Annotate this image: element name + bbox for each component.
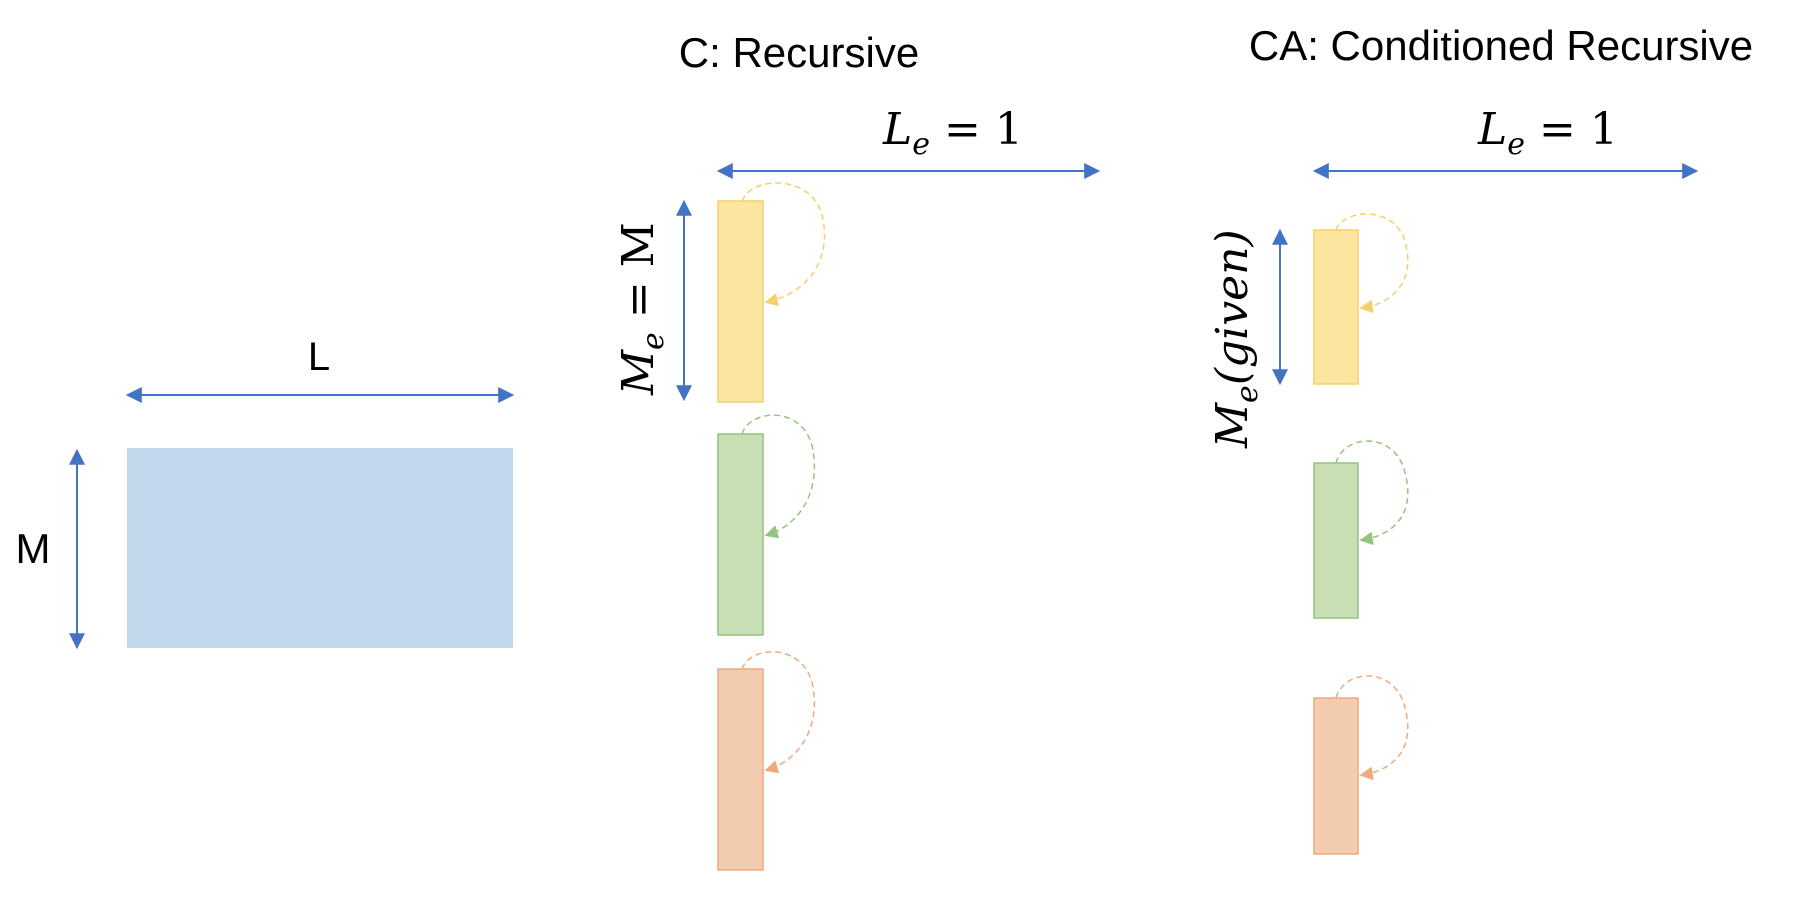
recursive-loop-arrow-orange: [741, 651, 816, 774]
full-matrix-height-label: M: [16, 525, 51, 572]
recursive-loop-arrow-yellow: [741, 182, 826, 307]
conditioned-group: CA: Conditioned Recursive Le = 1 Me(give…: [1207, 22, 1753, 855]
recursive-height-label: Me = M: [613, 222, 671, 396]
recursive-loop-arrow-green: [741, 414, 816, 539]
conditioned-block-orange: [1313, 697, 1359, 855]
conditioned-loop-arrow-green: [1335, 440, 1409, 546]
full-matrix-group: L M: [16, 335, 515, 650]
recursive-block-orange: [717, 668, 764, 871]
full-matrix-width-label: L: [308, 335, 330, 379]
full-matrix-rect: [127, 448, 513, 648]
conditioned-height-label: Me(given): [1207, 229, 1265, 449]
recursive-group: C: Recursive Le = 1 Me = M: [613, 29, 1101, 871]
conditioned-loop-arrow-yellow: [1335, 213, 1409, 314]
recursive-block-yellow: [717, 200, 764, 403]
recursive-title: C: Recursive: [679, 29, 919, 76]
conditioned-title: CA: Conditioned Recursive: [1249, 22, 1753, 69]
conditioned-block-yellow: [1313, 229, 1359, 385]
recursive-block-green: [717, 433, 764, 636]
conditioned-loop-arrow-orange: [1335, 675, 1409, 781]
recursive-width-label: Le = 1: [882, 104, 1023, 162]
conditioned-block-green: [1313, 462, 1359, 619]
conditioned-width-label: Le = 1: [1477, 104, 1618, 162]
